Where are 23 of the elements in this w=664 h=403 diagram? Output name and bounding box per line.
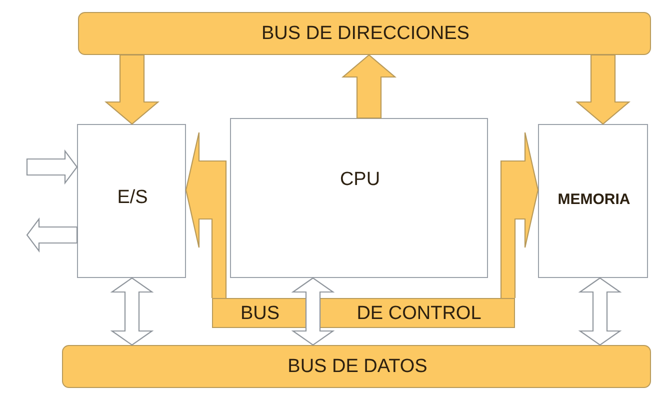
component-box bbox=[538, 124, 648, 278]
bus-bar bbox=[62, 345, 651, 388]
control-bus-band bbox=[212, 298, 515, 328]
node-label: BUS DE DIRECCIONES bbox=[260, 23, 470, 45]
arrow bbox=[500, 132, 539, 299]
arrow bbox=[578, 277, 622, 346]
arrow bbox=[26, 149, 78, 185]
node-label: BUS DE DATOS bbox=[286, 356, 428, 378]
arrow bbox=[342, 54, 396, 119]
bus-bar bbox=[78, 12, 651, 55]
arrow bbox=[110, 277, 154, 346]
component-box bbox=[230, 118, 488, 278]
arrow bbox=[26, 217, 78, 253]
arrow bbox=[104, 54, 160, 125]
node-label: MEMORIA bbox=[556, 191, 632, 208]
node-label: CPU bbox=[338, 169, 382, 191]
node-label: DE CONTROL bbox=[356, 303, 482, 325]
arrow bbox=[576, 54, 630, 125]
node-label: E/S bbox=[116, 187, 149, 209]
arrow bbox=[291, 277, 335, 346]
arrow bbox=[185, 132, 227, 299]
node-label: BUS bbox=[239, 303, 281, 325]
component-box bbox=[77, 124, 186, 278]
